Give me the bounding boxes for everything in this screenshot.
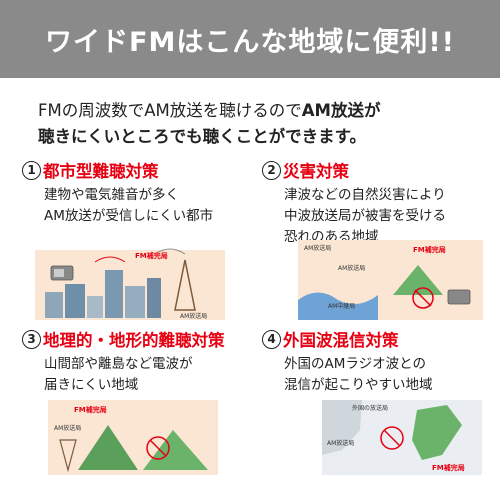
section-urban-title: 1 都市型難聴対策 [22,158,262,182]
desc-line: 外国のAMラジオ波との [284,356,426,372]
section-disaster-title-text: 災害対策 [283,162,349,181]
illustration-geo: FM補完局 AM放送局 [48,400,218,475]
desc-line: AM放送が受信しにくい都市 [44,208,214,224]
desc-line: 中波放送局が被害を受ける [284,208,446,224]
label-fm: FM補完局 [74,405,107,414]
section-disaster-desc: 津波などの自然災害により 中波放送局が被害を受ける 恐れのある地域 [262,185,500,248]
illustration-disaster: AM放送局 FM補完局 AM放送局 AM中継局 [298,240,483,320]
section-foreign-title-text: 外国波混信対策 [283,331,399,350]
illustration-foreign: 外国の放送局 AM放送局 FM補完局 [322,400,482,475]
section-geo-title: 3 地理的・地形的難聴対策 [22,327,262,351]
section-foreign-desc: 外国のAMラジオ波との 混信が起こりやすい地域 [262,354,500,396]
section-number-2: 2 [262,160,281,180]
section-urban-title-text: 都市型難聴対策 [43,162,159,181]
label-am1: AM放送局 [304,244,331,252]
intro-text: FMの周波数でAM放送を聴けるのでAM放送が 聴きにくいところでも聴くことができ… [38,98,478,150]
section-disaster: 2 災害対策 津波などの自然災害により 中波放送局が被害を受ける 恐れのある地域 [262,158,500,248]
label-fm: FM補完局 [135,251,168,260]
intro-line1-bold: AM放送が [301,101,381,120]
label-am3: AM中継局 [328,302,355,310]
desc-line: 混信が起こりやすい地域 [284,377,433,393]
label-am: AM放送局 [180,312,207,320]
desc-line: 建物や電気雑音が多く [44,187,179,203]
label-fm: FM補完局 [432,463,465,472]
label-foreign: 外国の放送局 [352,404,388,412]
desc-line: 津波などの自然災害により [284,187,446,203]
section-geo-title-text: 地理的・地形的難聴対策 [43,331,225,350]
section-geo: 3 地理的・地形的難聴対策 山間部や離島など電波が 届きにくい地域 [22,327,262,396]
label-am: AM放送局 [327,439,354,447]
section-number-1: 1 [22,160,41,180]
desc-line: 届きにくい地域 [44,377,139,393]
desc-line: 山間部や離島など電波が [44,356,193,372]
section-number-3: 3 [22,329,41,349]
section-number-4: 4 [262,329,281,349]
intro-line2-bold: 聴きにくいところでも聴くことができます。 [38,127,367,146]
section-urban: 1 都市型難聴対策 建物や電気雑音が多く AM放送が受信しにくい都市 [22,158,262,227]
label-fm: FM補完局 [413,245,446,254]
intro-line1-normal: FMの周波数でAM放送を聴けるので [38,101,302,120]
label-am2: AM放送局 [338,264,365,272]
section-disaster-title: 2 災害対策 [262,158,500,182]
section-geo-desc: 山間部や離島など電波が 届きにくい地域 [22,354,262,396]
banner-title: ワイドFMはこんな地域に便利!! [0,0,500,78]
section-urban-desc: 建物や電気雑音が多く AM放送が受信しにくい都市 [22,185,262,227]
section-foreign: 4 外国波混信対策 外国のAMラジオ波との 混信が起こりやすい地域 [262,327,500,396]
label-am: AM放送局 [54,424,81,432]
illustration-urban: FM補完局 AM放送局 [35,240,225,320]
section-foreign-title: 4 外国波混信対策 [262,327,500,351]
